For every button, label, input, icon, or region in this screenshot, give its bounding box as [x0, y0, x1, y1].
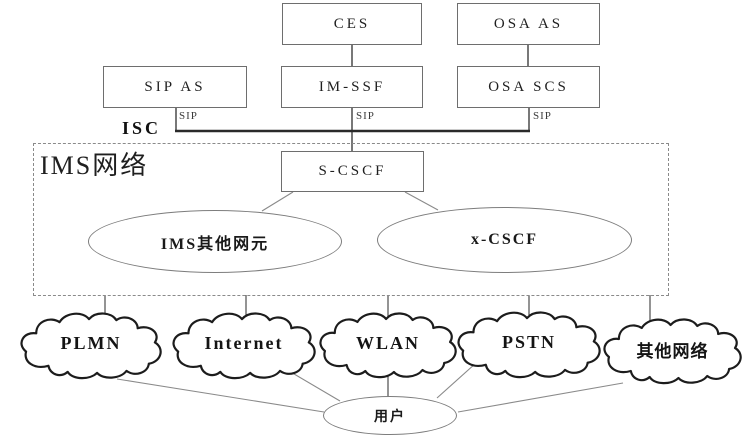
cloud-wlan: WLAN	[319, 311, 457, 379]
isc-label: ISC	[122, 118, 162, 138]
cloud-pstn: PSTN	[457, 310, 601, 379]
cloud-shape	[319, 311, 457, 379]
link-internet-user	[288, 370, 341, 402]
box-sip-as: SIP AS	[103, 66, 247, 108]
cloud-shape	[20, 311, 162, 380]
cloud-label-wlan: WLAN	[355, 332, 420, 353]
box-im-ssf: IM-SSF	[281, 66, 423, 108]
cloud-label-plmn: PLMN	[60, 333, 122, 353]
link-scscf-xcscf	[404, 191, 439, 211]
cloud-internet: Internet	[172, 311, 316, 380]
sip-label-left: SIP	[179, 110, 198, 122]
link-pstn-user	[436, 362, 477, 399]
link-plmn-user	[116, 378, 325, 413]
box-osa-as: OSA AS	[457, 3, 600, 45]
cloud-plmn: PLMN	[20, 311, 162, 380]
ims-network-region-title: IMS网络	[40, 151, 149, 180]
sip-label-mid: SIP	[356, 110, 375, 122]
sip-label-right: SIP	[533, 110, 552, 122]
box-s-cscf: S-CSCF	[281, 151, 424, 192]
link-scscf-imsother	[261, 191, 294, 212]
cloud-shape	[457, 310, 601, 379]
ellipse-x-cscf: x-CSCF	[377, 207, 632, 273]
box-osa-scs: OSA SCS	[457, 66, 600, 108]
cloud-label-pstn: PSTN	[501, 332, 556, 352]
ims-network-region	[33, 143, 669, 296]
ellipse-user: 用户	[323, 396, 457, 435]
cloud-other-networks: 其他网络	[603, 317, 742, 385]
box-ces: CES	[282, 3, 422, 45]
cloud-shape	[172, 311, 316, 380]
cloud-shape	[603, 317, 742, 385]
cloud-label-internet: Internet	[204, 333, 284, 353]
cloud-label-other-networks: 其他网络	[636, 341, 709, 361]
ellipse-ims-other-elements: IMS其他网元	[88, 210, 342, 273]
link-other-user	[457, 382, 624, 413]
